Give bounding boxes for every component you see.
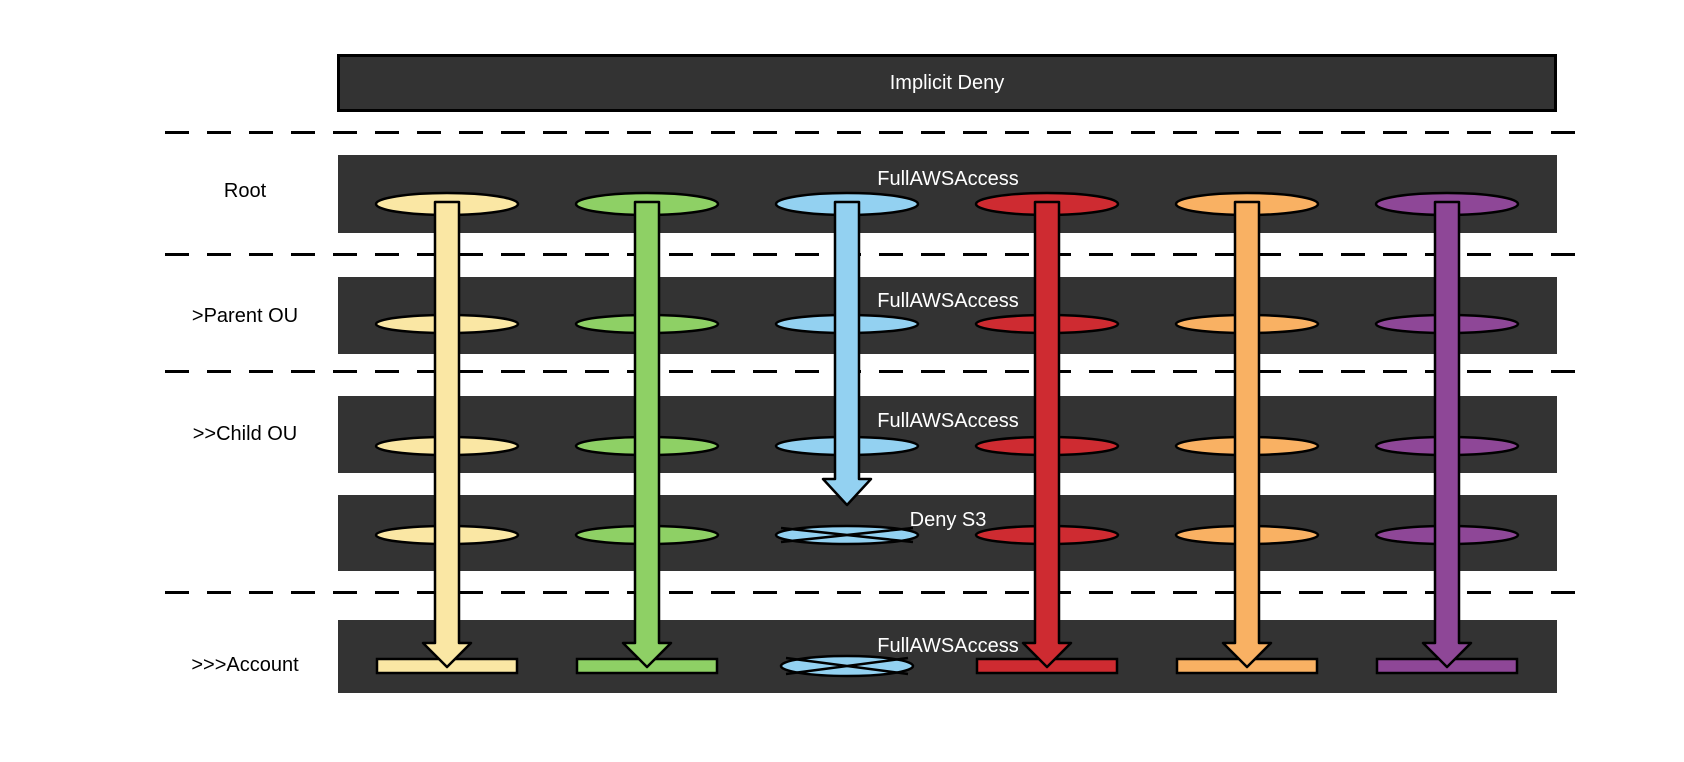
dashed-separator (165, 591, 1590, 594)
band-account (338, 620, 1557, 693)
row-label-root: Root (223, 180, 267, 202)
dashed-separator (165, 253, 1590, 256)
policy-label-child-ou: FullAWSAccess (877, 410, 1019, 432)
row-label-child-ou: >>Child OU (192, 423, 298, 445)
policy-label-root: FullAWSAccess (877, 168, 1019, 190)
policy-label-deny-s3: Deny S3 (909, 509, 987, 531)
band-parent-ou (338, 277, 1557, 354)
band-root (338, 155, 1557, 233)
dashed-separator (165, 370, 1590, 373)
implicit-deny-bar: Implicit Deny (337, 54, 1557, 112)
policy-label-account: FullAWSAccess (877, 635, 1019, 657)
row-label-parent-ou: >Parent OU (191, 305, 299, 327)
implicit-deny-label: Implicit Deny (889, 71, 1005, 94)
row-label-deny-s3 (140, 512, 350, 536)
dashed-separator (165, 131, 1590, 134)
policy-label-parent-ou: FullAWSAccess (877, 290, 1019, 312)
band-deny-s3 (338, 495, 1557, 571)
band-child-ou (338, 396, 1557, 473)
row-label-account: >>>Account (191, 654, 299, 676)
